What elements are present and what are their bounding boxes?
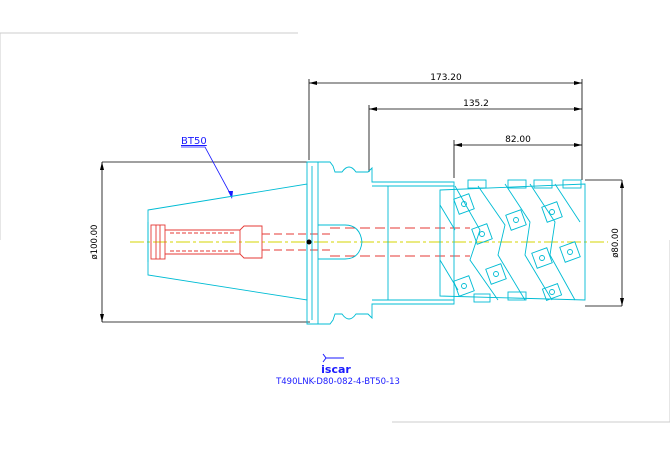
insert-pocket-5 bbox=[531, 247, 553, 269]
insert-pocket-10 bbox=[473, 291, 527, 303]
pull-stud-bore bbox=[150, 224, 470, 260]
sheet-frame bbox=[0, 32, 670, 423]
insert-pocket-6 bbox=[559, 241, 581, 263]
flange-body bbox=[306, 161, 455, 325]
dimension-lines bbox=[101, 79, 623, 323]
insert-pocket-8 bbox=[453, 275, 475, 297]
overall-length-label: 173.20 bbox=[430, 73, 462, 83]
flange-diameter-label: ø100.00 bbox=[90, 225, 100, 260]
part-number: T490LNK-D80-082-4-BT50-13 bbox=[275, 377, 400, 387]
logo-text: iscar bbox=[321, 363, 351, 376]
body-length-label: 135.2 bbox=[463, 99, 489, 109]
insert-pocket-7 bbox=[485, 263, 507, 285]
logo-mark-icon bbox=[322, 353, 344, 363]
bt50-callout: BT50 bbox=[181, 136, 233, 199]
dimension-arrows bbox=[100, 81, 624, 322]
insert-pocket-2 bbox=[505, 209, 527, 231]
insert-top-row bbox=[467, 179, 582, 189]
insert-pocket-4 bbox=[471, 223, 493, 245]
callout-label: BT50 bbox=[181, 136, 207, 147]
cutting-inserts bbox=[453, 179, 582, 303]
cutting-length-label: 82.00 bbox=[505, 135, 531, 145]
insert-pocket-3 bbox=[541, 201, 563, 223]
insert-pocket-1 bbox=[453, 193, 475, 215]
cutter-diameter-label: ø80.00 bbox=[611, 228, 621, 258]
insert-pocket-9 bbox=[541, 283, 563, 301]
coolant-point bbox=[306, 239, 312, 245]
iscar-logo: iscar bbox=[321, 353, 351, 376]
